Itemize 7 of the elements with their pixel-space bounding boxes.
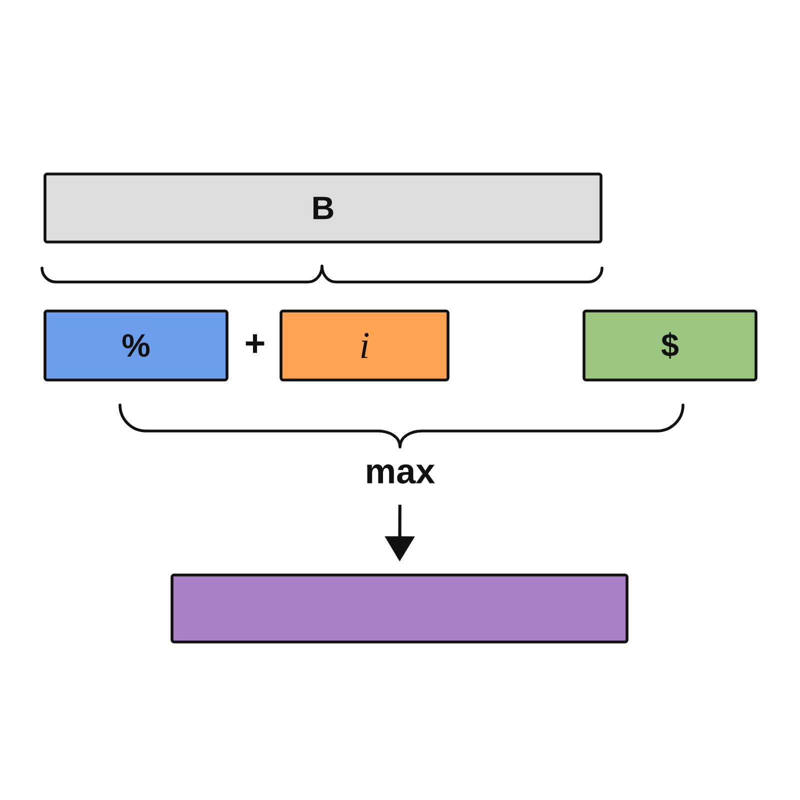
value-box: $ (582, 310, 758, 382)
operator-label: max (367, 464, 435, 484)
value-box: B (44, 172, 602, 244)
result-box (170, 574, 628, 644)
plus-sign: + (246, 334, 264, 353)
value-box: i (280, 310, 450, 382)
value-box: % (44, 310, 228, 382)
